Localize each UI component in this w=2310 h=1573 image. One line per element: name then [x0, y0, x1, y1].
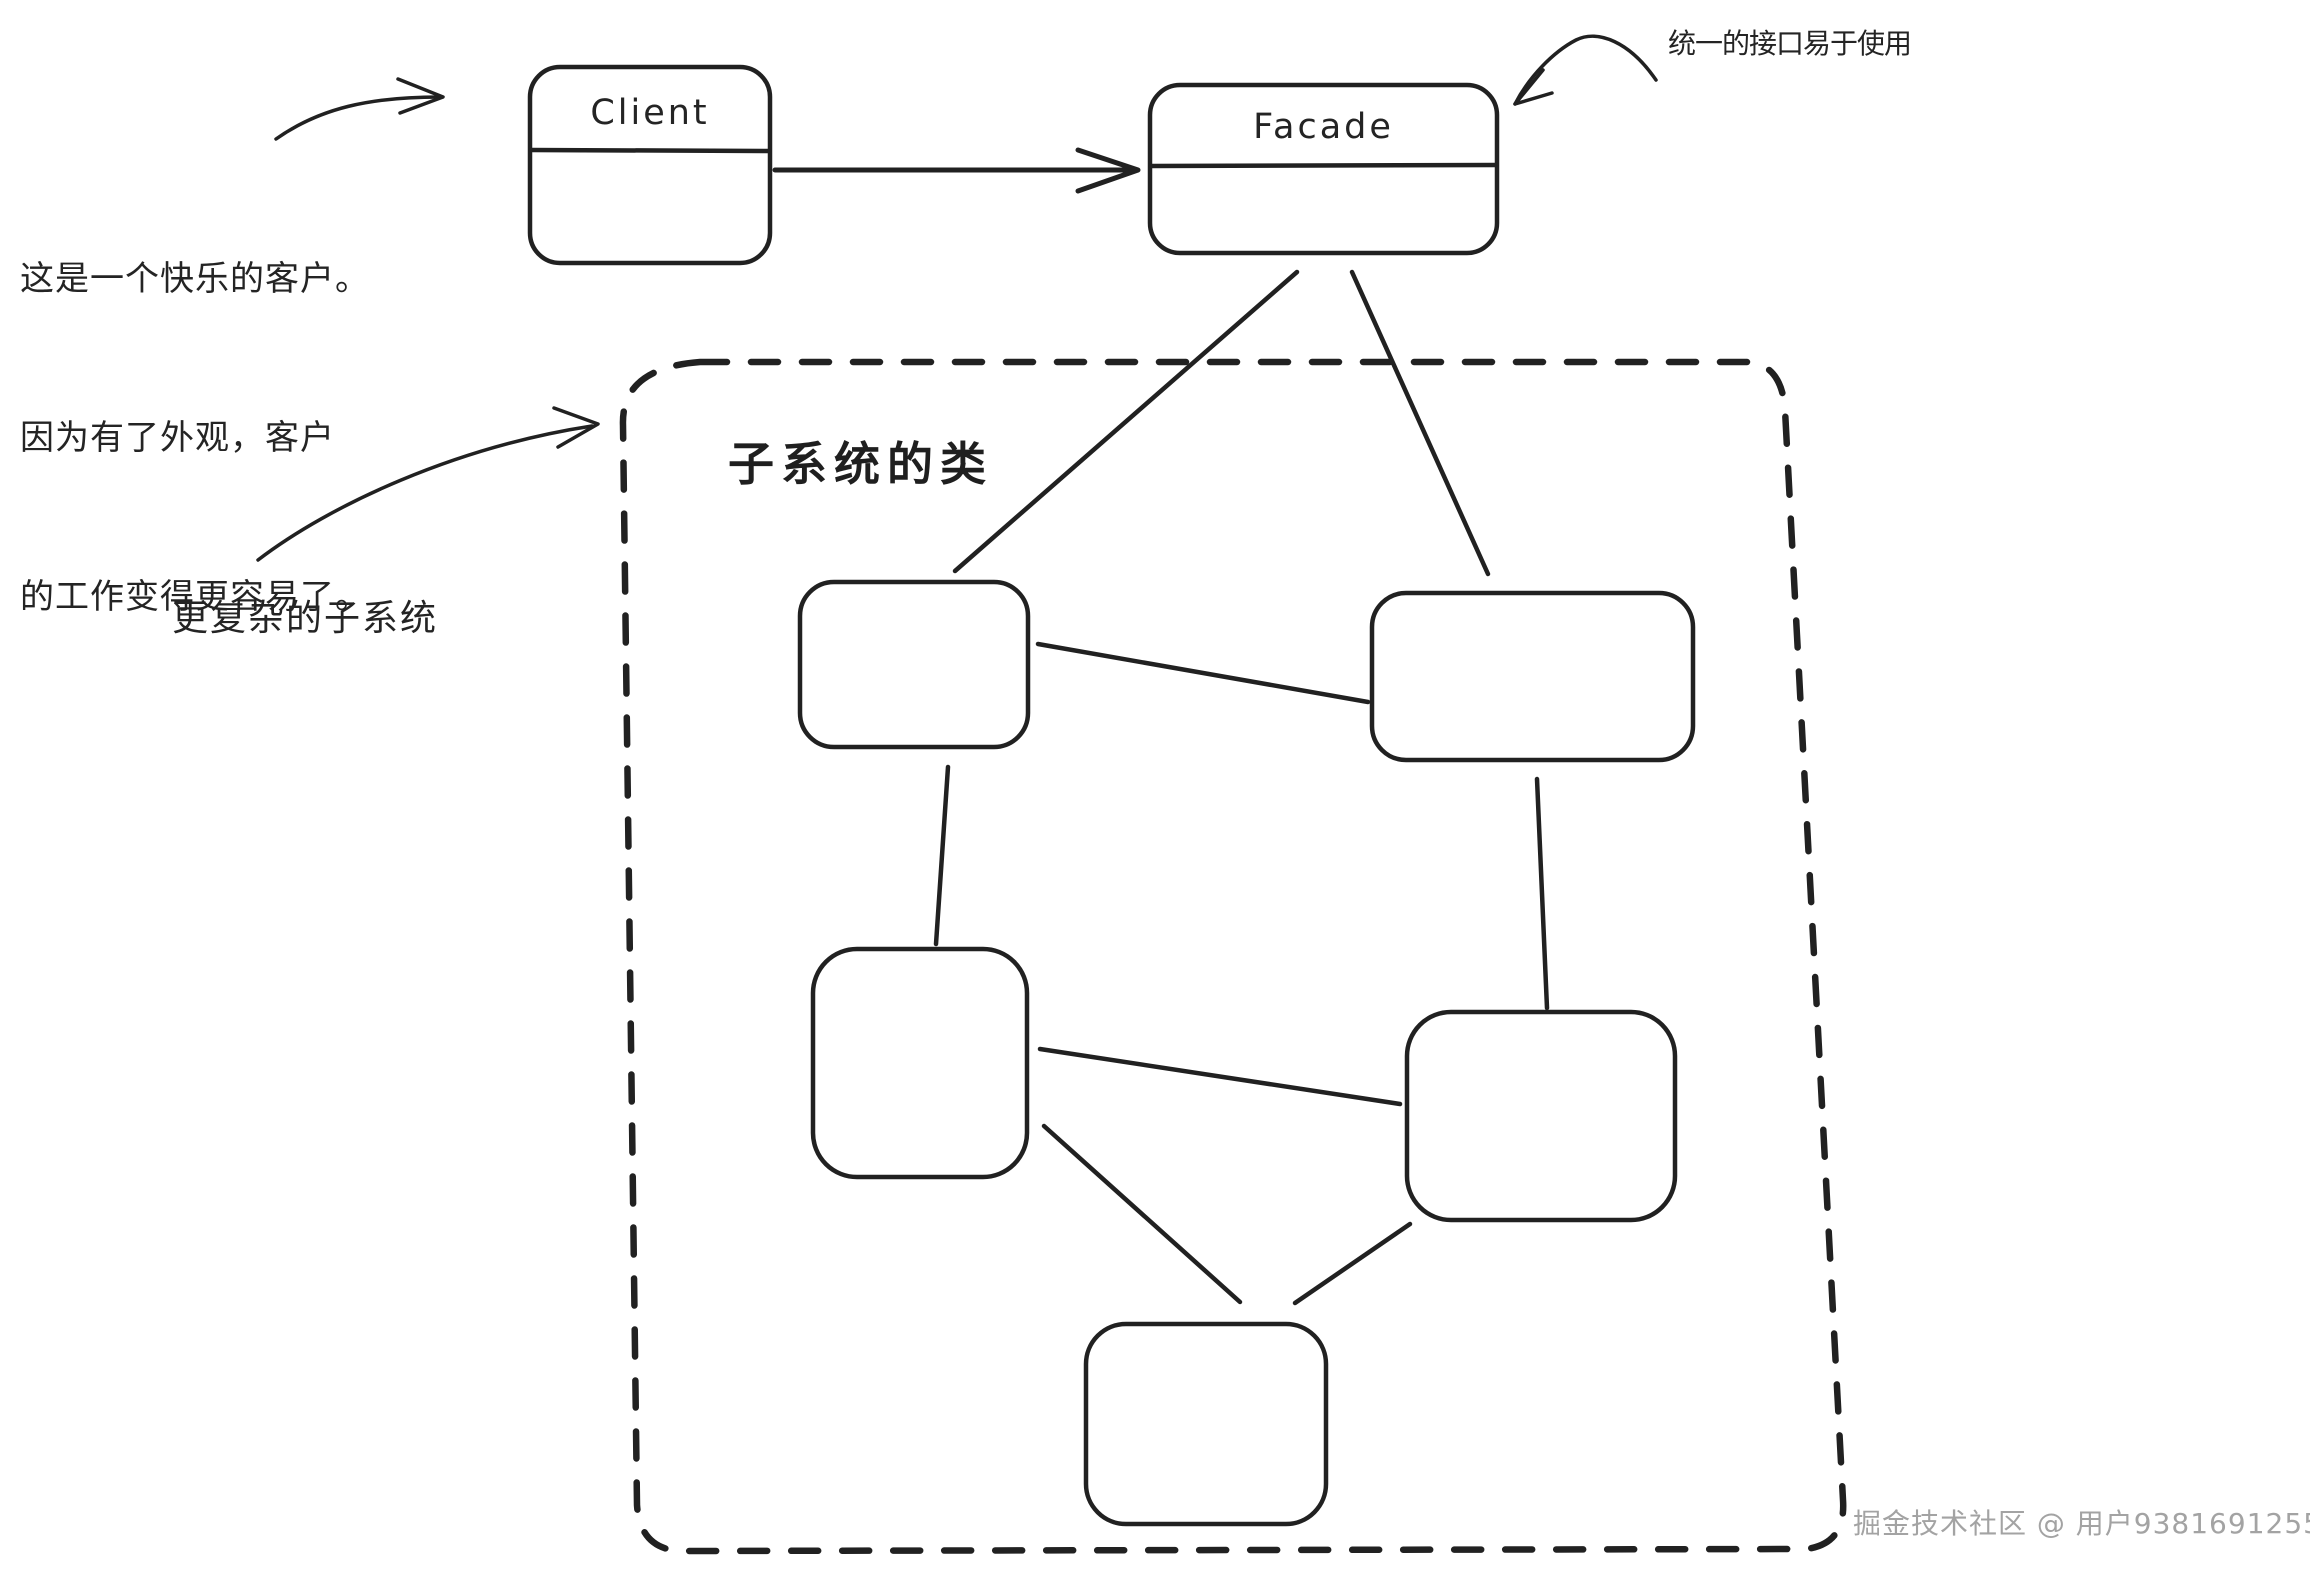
subsystem-dashed-container — [619, 358, 1847, 1555]
watermark: 掘金技术社区 @ 用户9381691255360 — [1853, 1507, 2310, 1540]
facade-box — [1147, 82, 1500, 256]
connector-box4-box5 — [1292, 1221, 1413, 1306]
client-box-divider — [528, 147, 772, 154]
subsystem-note: 更复杂的子系统 — [172, 598, 439, 639]
subsystem-title: 子系统的类 — [728, 437, 993, 491]
connector-facade-box2 — [1349, 269, 1491, 577]
facade-note: 统一的接口易于使用 — [1668, 27, 1912, 60]
client-note: 这是一个快乐的客户。 因为有了外观，客户 的工作变得更容易了。 — [20, 147, 370, 730]
subsystem-box-4 — [1404, 1009, 1678, 1223]
facade-box-label: Facade — [1253, 107, 1394, 147]
client-box — [527, 64, 773, 266]
connector-box1-box2 — [1035, 641, 1371, 705]
subsystem-box-1 — [797, 579, 1031, 750]
subsystem-box-3 — [810, 946, 1030, 1180]
subsystem-note-arrow — [256, 406, 600, 562]
subsystem-box-2 — [1369, 590, 1696, 763]
client-box-label: Client — [590, 93, 710, 133]
client-note-line-1: 这是一个快乐的客户。 — [20, 259, 370, 299]
facade-note-arrow — [1513, 34, 1658, 106]
client-note-line-3: 的工作变得更容易了。 — [20, 577, 370, 617]
connector-box3-box4 — [1037, 1046, 1403, 1107]
client-note-arrow — [274, 77, 445, 141]
connector-box1-box3 — [933, 764, 951, 947]
client-note-line-2: 因为有了外观，客户 — [20, 418, 335, 458]
connector-box3-box5 — [1041, 1123, 1243, 1305]
client-to-facade-arrow — [772, 147, 1141, 194]
facade-box-divider — [1148, 162, 1499, 169]
subsystem-box-5 — [1083, 1321, 1329, 1527]
connector-box2-box4 — [1534, 776, 1550, 1011]
connector-facade-box1 — [952, 269, 1300, 574]
